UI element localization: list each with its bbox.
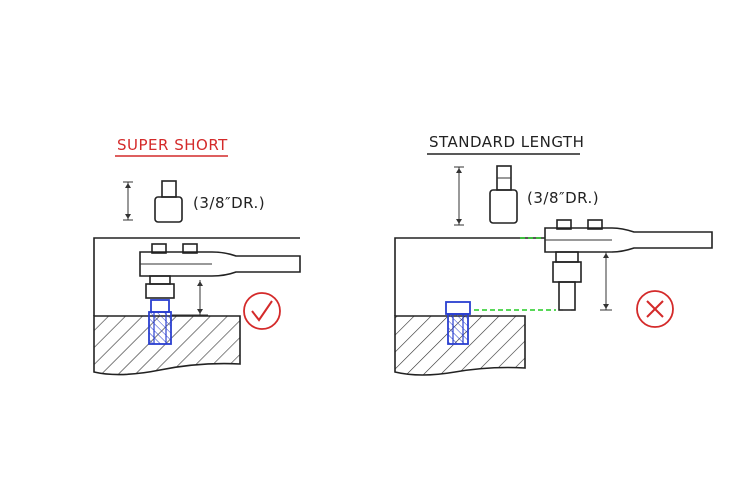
workpiece-right — [394, 237, 545, 376]
panel-title-standard-length: STANDARD LENGTH — [429, 133, 584, 151]
socket-drive-label: (3/8″DR.) — [527, 189, 599, 207]
bolt-right — [445, 301, 471, 345]
check-mark-icon — [243, 292, 281, 330]
standard-socket-illustration — [454, 165, 518, 226]
panel-super-short: SUPER SHORT (3/8″DR.) — [93, 136, 301, 376]
panel-standard-length: STANDARD LENGTH (3/8″DR.) — [394, 133, 713, 376]
socket-drive-label: (3/8″DR.) — [193, 194, 265, 212]
ratchet-wrench-right — [544, 219, 713, 311]
panel-title-super-short: SUPER SHORT — [117, 136, 228, 154]
height-dimension-right — [600, 251, 612, 311]
super-short-socket-illustration — [123, 180, 183, 223]
cross-mark-icon — [636, 290, 674, 328]
ratchet-wrench-left — [139, 243, 301, 299]
workpiece-left — [93, 237, 300, 376]
bolt-left — [148, 299, 172, 345]
clearance-dimension-left — [172, 280, 208, 316]
